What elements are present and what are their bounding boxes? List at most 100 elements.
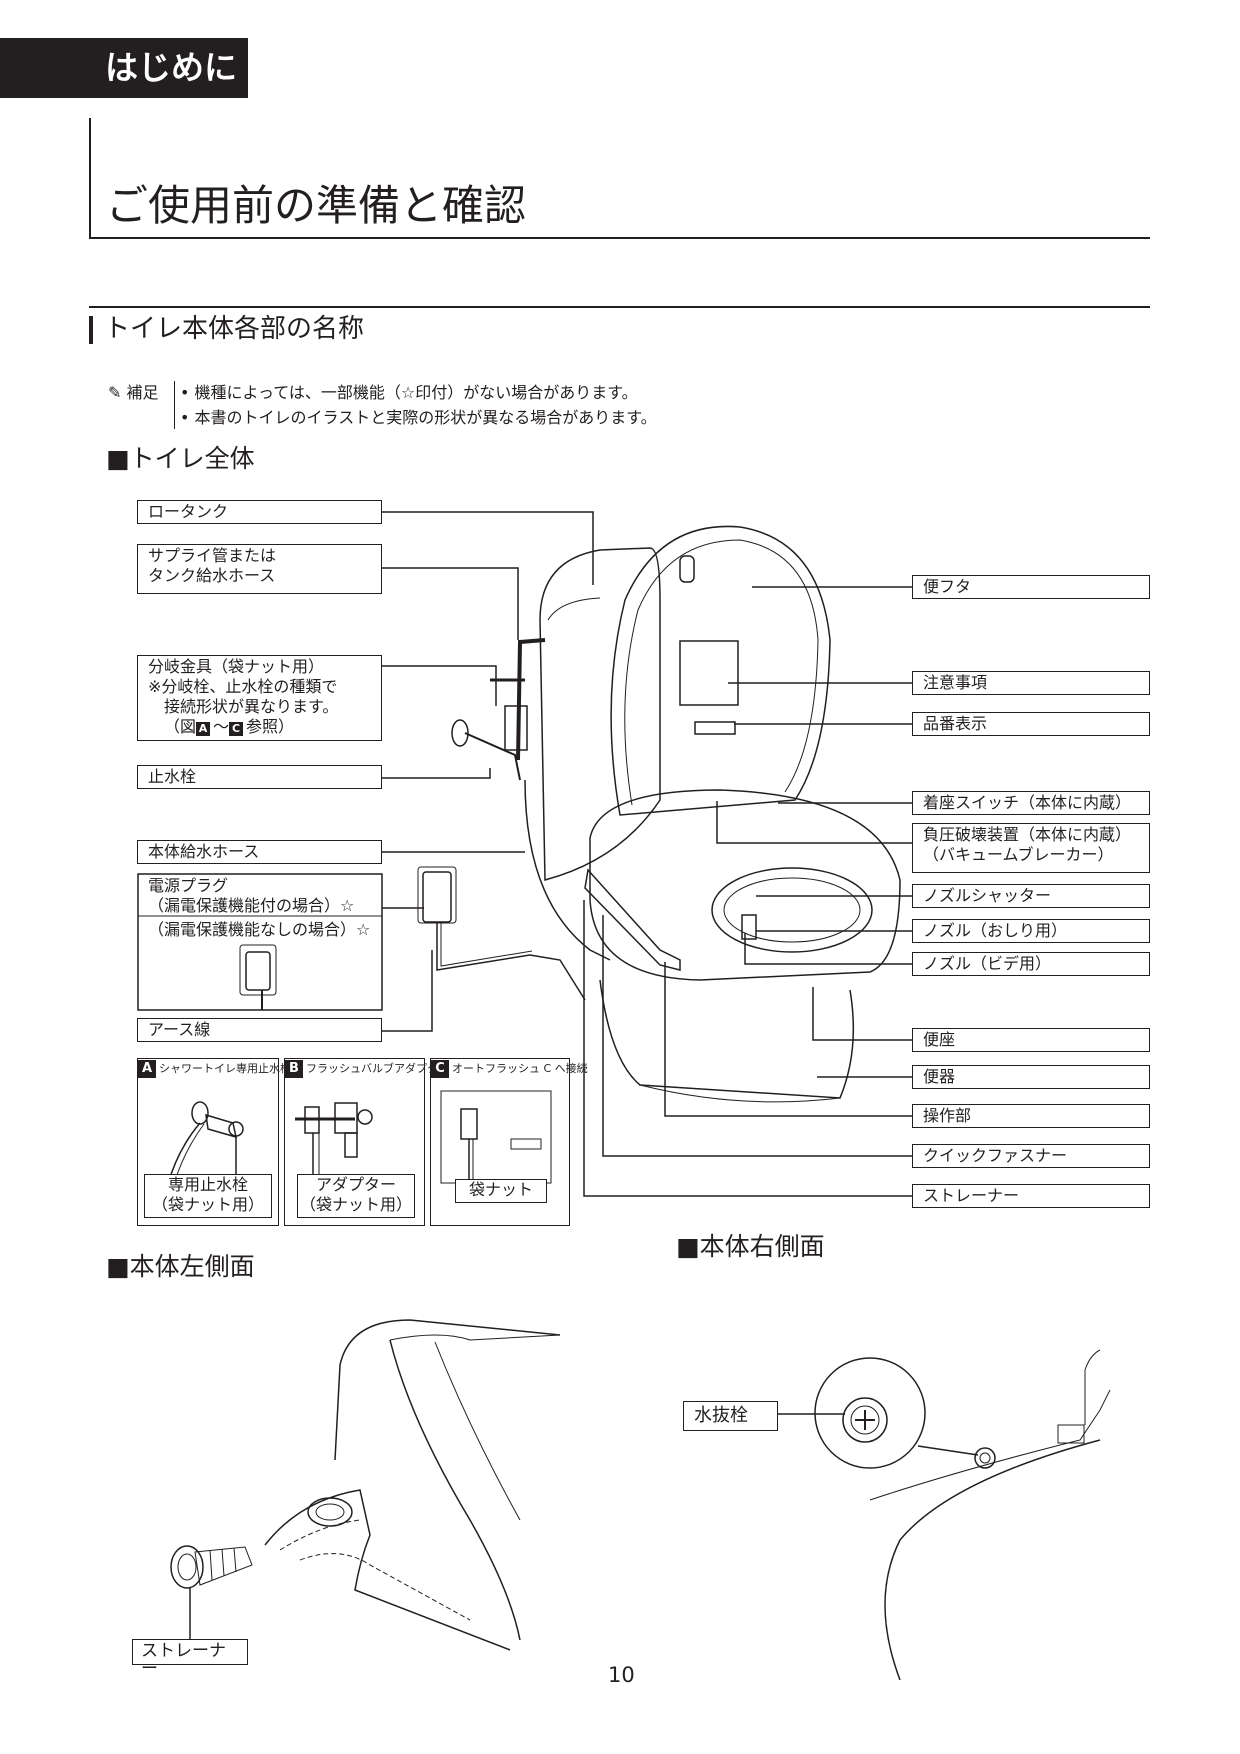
- panel-a-label: 専用止水栓 （袋ナット用）: [144, 1174, 272, 1218]
- label-quick-fastener: クイックファスナー: [912, 1144, 1150, 1168]
- panel-a-illustration: [167, 1101, 244, 1189]
- right-side-body: [884, 1439, 1101, 1681]
- label-strainer-left: ストレーナー: [132, 1639, 248, 1678]
- leader-supply: [382, 567, 519, 640]
- label-supply-line-2: タンク給水ホース: [148, 566, 276, 585]
- toilet-lid: [610, 525, 831, 816]
- toilet-tank: [539, 547, 661, 881]
- badge-a: A: [138, 1060, 156, 1078]
- supply-pipe: [516, 638, 546, 761]
- label-nozzle-bidet: ノズル（ビデ用）: [912, 952, 1150, 976]
- label-plug-line-3: （漏電保護機能なしの場合）☆: [148, 920, 371, 939]
- title-rule: [89, 237, 1150, 239]
- label-control-panel: 操作部: [912, 1104, 1150, 1128]
- label-bowl: 便器: [912, 1065, 1150, 1089]
- label-vacuum-line-2: （バキュームブレーカー）: [923, 845, 1114, 864]
- leader-seat: [812, 987, 912, 1041]
- label-caution: 注意事項: [912, 671, 1150, 695]
- label-drain-plug: 水抜栓: [683, 1401, 778, 1431]
- panel-c-illustration: [440, 1090, 552, 1184]
- label-power-plug: 電源プラグ （漏電保護機能付の場合）☆: [148, 876, 354, 916]
- figure-ref-close: 参照）: [246, 717, 295, 736]
- chapter-tab: はじめに: [0, 38, 248, 98]
- badge-c: C: [229, 722, 244, 736]
- leader-low-tank: [382, 511, 594, 585]
- section-title: トイレ本体各部の名称: [104, 314, 365, 344]
- label-plug-line-1: 電源プラグ: [148, 876, 229, 895]
- panel-b-illustration: [295, 1102, 373, 1184]
- note-heading: ✎ 補足: [108, 382, 159, 404]
- left-side-tank: [334, 1319, 561, 1461]
- pencil-icon: ✎: [108, 383, 122, 402]
- panel-a-title: シャワートイレ専用止水栓へ接続: [159, 1062, 324, 1075]
- section-mark: [89, 316, 93, 344]
- note-item: • 本書のトイレのイラストと実際の形状が異なる場合があります。: [180, 408, 657, 427]
- label-earth-wire: アース線: [137, 1018, 382, 1042]
- panel-c-title: オートフラッシュ C へ接続: [452, 1062, 588, 1075]
- label-lid: 便フタ: [912, 575, 1150, 599]
- leader-control: [664, 962, 912, 1117]
- label-strainer: ストレーナー: [912, 1184, 1150, 1208]
- body-supply-hose: [524, 779, 611, 961]
- label-product-number: 品番表示: [912, 712, 1150, 736]
- leader-quick-fastener: [602, 915, 912, 1157]
- label-seat-switch: 着座スイッチ（本体に内蔵）: [912, 791, 1150, 815]
- panel-a-label-2: （袋ナット用）: [151, 1195, 264, 1214]
- label-supply-line-1: サプライ管または: [148, 546, 277, 565]
- title-bar: [89, 118, 91, 238]
- figure-ref-tilde: ～: [213, 717, 230, 736]
- label-body-hose: 本体給水ホース: [137, 840, 382, 864]
- label-branch-line-1: 分岐金具（袋ナット用）: [148, 657, 325, 676]
- label-seat: 便座: [912, 1028, 1150, 1052]
- right-side-heading: ■本体右側面: [676, 1232, 825, 1261]
- label-low-tank: ロータンク: [137, 500, 382, 524]
- power-plug-box: [422, 871, 452, 923]
- note-label: 補足: [126, 383, 159, 402]
- note-divider: [174, 381, 175, 429]
- leader-earth: [382, 950, 433, 1032]
- panel-a-label-1: 専用止水栓: [167, 1175, 248, 1194]
- toilet-seat: [589, 789, 901, 981]
- label-nozzle-shutter: ノズルシャッター: [912, 884, 1150, 908]
- label-stop-valve: 止水栓: [137, 765, 382, 789]
- section-rule: [89, 306, 1150, 308]
- leader-nozzle-bidet: [744, 933, 912, 965]
- panel-b-label: アダプター （袋ナット用）: [297, 1174, 415, 1218]
- label-branch-line-2: ※分岐栓、止水栓の種類で: [148, 677, 338, 696]
- badge-b: B: [285, 1060, 303, 1078]
- leader-vacuum: [716, 801, 912, 844]
- drain-plug-zoom: [814, 1357, 926, 1469]
- toilet-bowl: [599, 979, 855, 1099]
- panel-c-label: 袋ナット: [455, 1179, 547, 1203]
- panel-b-label-1: アダプター: [315, 1175, 396, 1194]
- badge-c: C: [431, 1060, 449, 1078]
- label-nozzle-rear: ノズル（おしり用）: [912, 919, 1150, 943]
- label-vacuum-breaker: 負圧破壊装置（本体に内蔵） （バキュームブレーカー）: [912, 823, 1150, 873]
- control-arm: [584, 868, 681, 971]
- overall-heading: ■トイレ全体: [106, 444, 255, 473]
- panel-b-label-2: （袋ナット用）: [299, 1195, 412, 1214]
- note-item: • 機種によっては、一部機能（☆印付）がない場合があります。: [180, 383, 638, 402]
- left-side-heading: ■本体左側面: [106, 1252, 255, 1281]
- badge-a: A: [196, 722, 211, 736]
- label-vacuum-line-1: 負圧破壊装置（本体に内蔵）: [923, 825, 1132, 844]
- leader-branch: [382, 665, 497, 706]
- strainer-part: [170, 1545, 204, 1589]
- leader-stop-valve: [382, 768, 491, 779]
- label-branch-line-3: 接続形状が異なります。: [164, 697, 339, 716]
- label-supply-pipe: サプライ管または タンク給水ホース: [137, 544, 382, 594]
- page-title: ご使用前の準備と確認: [106, 181, 527, 230]
- page-number: 10: [608, 1663, 635, 1687]
- left-side-base: [264, 1489, 511, 1651]
- power-cord: [436, 922, 586, 1001]
- drain-plug-part: [974, 1447, 996, 1469]
